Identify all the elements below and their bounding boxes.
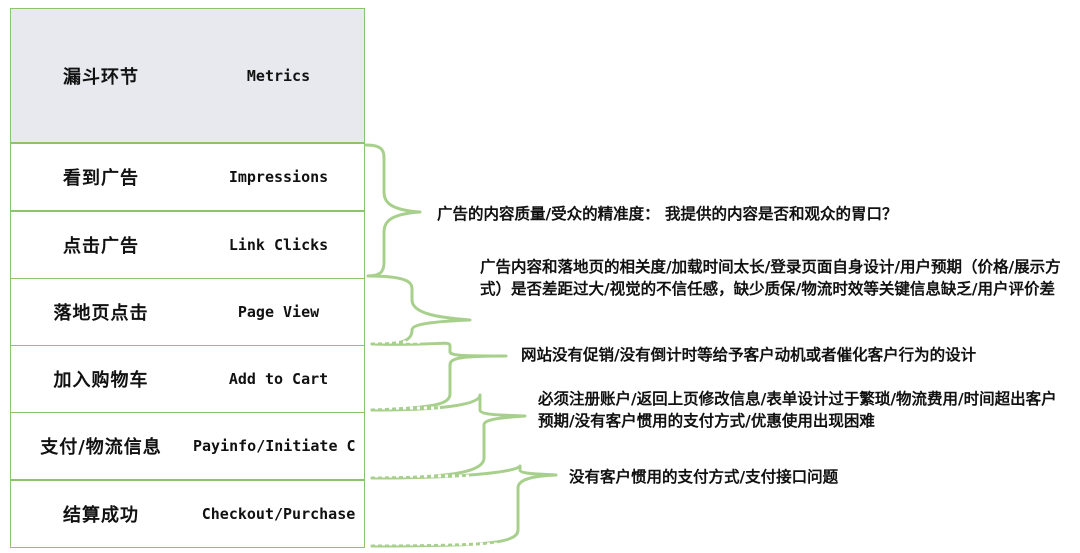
bracket-2: [366, 274, 472, 346]
stage-metric: Checkout/Purchase: [201, 505, 356, 523]
stage-name: 看到广告: [63, 168, 139, 189]
stage-name: 加入购物车: [53, 370, 149, 391]
stage-row-impressions: 看到广告 Impressions: [10, 143, 365, 211]
stage-row-purchase: 结算成功 Checkout/Purchase: [10, 480, 365, 548]
reason-impressions-to-clicks: 广告的内容质量/受众的精准度： 我提供的内容是否和观众的胃口？: [437, 205, 898, 223]
stage-name: 结算成功: [63, 505, 139, 526]
stage-metric: Payinfo/Initiate C: [193, 437, 356, 455]
stage-metric: Link Clicks: [228, 236, 329, 254]
funnel-table: 漏斗环节 Metrics 看到广告 Impressions 点击广告 Link …: [10, 8, 365, 548]
metrics-header: Metrics: [246, 66, 311, 85]
bracket-4: [370, 393, 527, 480]
stage-row-add-to-cart: 加入购物车 Add to Cart: [10, 345, 365, 413]
stage-name: 点击广告: [63, 236, 139, 257]
reason-checkout-to-purchase: 没有客户惯用的支付方式/支付接口问题: [569, 468, 839, 486]
stage-header: 漏斗环节: [63, 66, 139, 88]
reason-pageview-to-cart: 网站没有促销/没有倒计时等给予客户动机或者催化客户行为的设计: [521, 346, 977, 364]
stage-metric: Page View: [237, 303, 320, 321]
stage-name: 支付/物流信息: [40, 437, 162, 458]
stage-metric: Impressions: [228, 168, 329, 186]
bracket-3: [370, 341, 508, 412]
stage-metric: Add to Cart: [228, 370, 329, 388]
reason-cart-to-checkout: 必须注册账户/返回上页修改信息/表单设计过于繁琐/物流费用/时间超出客户预期/没…: [538, 390, 1057, 430]
reason-clicks-to-pageview: 广告内容和落地页的相关度/加载时间太长/登录页面自身设计/用户预期（价格/展示方…: [480, 258, 1061, 298]
stage-name: 落地页点击: [53, 303, 149, 324]
bracket-5: [370, 464, 558, 548]
stage-row-initiate-checkout: 支付/物流信息 Payinfo/Initiate C: [10, 412, 365, 480]
bracket-1: [364, 143, 422, 278]
header-row: 漏斗环节 Metrics: [10, 8, 365, 143]
